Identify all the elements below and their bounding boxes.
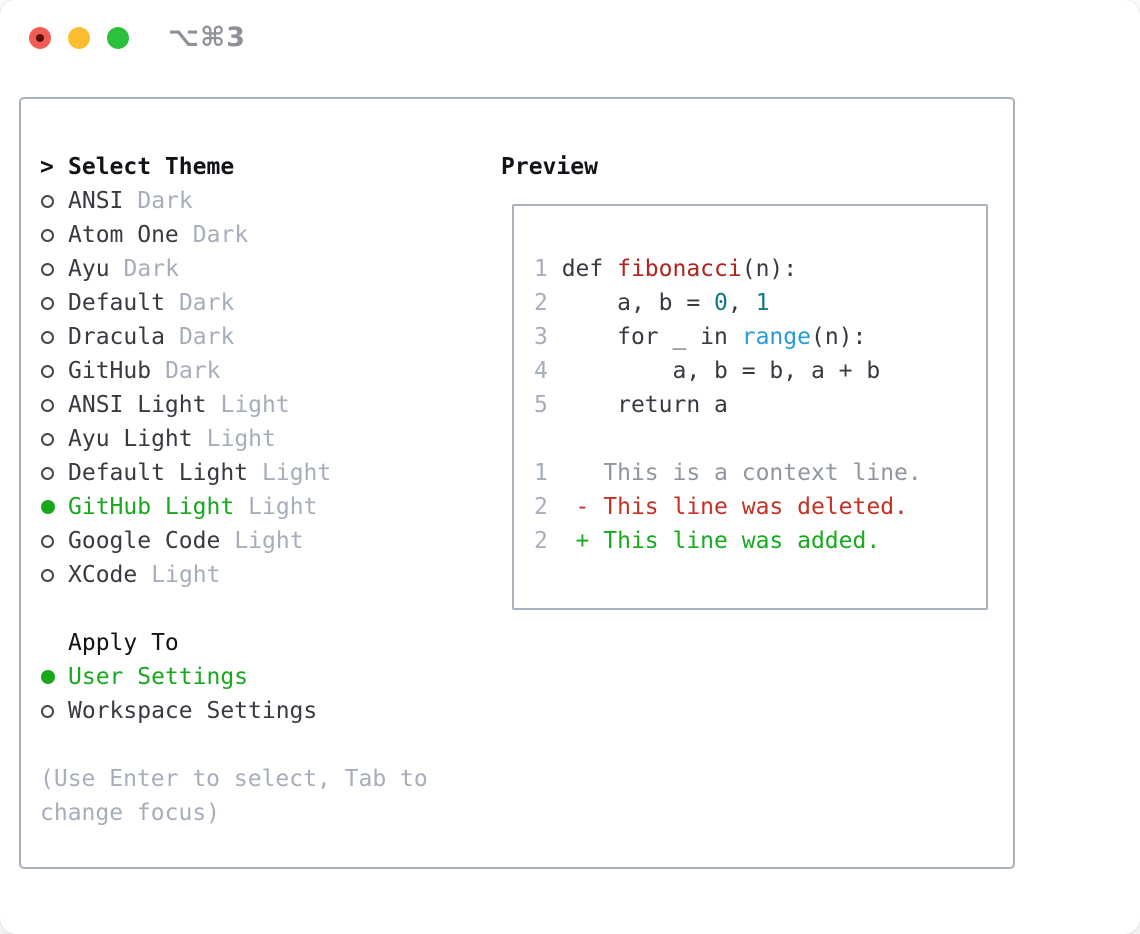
apply-option-label: Workspace Settings — [68, 698, 318, 724]
radio-icon — [41, 432, 54, 446]
code-line: 3 for _ in range(n): — [534, 324, 867, 350]
code-line: 2 - This line was deleted. — [534, 494, 908, 520]
line-number: 1 — [534, 460, 562, 486]
theme-variant-tag: Light — [220, 392, 290, 418]
theme-option-ayu-light[interactable]: Ayu Light Light — [40, 422, 480, 456]
radio-icon — [41, 296, 54, 310]
line-number: 2 — [534, 494, 562, 520]
code-line: 5 return a — [534, 392, 728, 418]
code-line: 2 a, b = 0, 1 — [534, 290, 770, 316]
code-line: 2 + This line was added. — [534, 528, 881, 554]
radio-icon — [41, 194, 54, 208]
code-line: 1 def fibonacci(n): — [534, 256, 798, 282]
line-number — [534, 426, 548, 452]
selected-radio-icon — [41, 500, 55, 514]
line-number: 5 — [534, 392, 562, 418]
window-titlebar: ⌥⌘3 — [0, 0, 1140, 76]
theme-option-label: GitHub Light — [68, 494, 235, 520]
theme-variant-tag: Dark — [178, 324, 235, 350]
radio-icon — [41, 262, 54, 276]
code-preview: 1 def fibonacci(n): 2 a, b = 0, 1 3 for _ … — [534, 252, 986, 558]
theme-variant-tag: Dark — [178, 290, 235, 316]
spacer — [40, 592, 480, 626]
theme-option-label: Dracula — [68, 324, 165, 350]
theme-variant-tag: Light — [151, 562, 221, 588]
window-title: ⌥⌘3 — [168, 22, 246, 53]
theme-option-xcode[interactable]: XCode Light — [40, 558, 480, 592]
apply-option-workspace-settings[interactable]: Workspace Settings — [40, 694, 480, 728]
theme-option-ayu[interactable]: Ayu Dark — [40, 252, 480, 286]
prompt-icon: > — [40, 154, 54, 180]
radio-icon — [41, 568, 54, 582]
radio-icon — [41, 228, 54, 242]
theme-option-label: ANSI Light — [68, 392, 207, 418]
theme-variant-tag: Light — [262, 460, 332, 486]
theme-option-label: Ayu — [68, 256, 110, 282]
selected-radio-icon — [41, 670, 55, 684]
theme-variant-tag: Dark — [137, 188, 193, 214]
theme-option-atom-one[interactable]: Atom One Dark — [40, 218, 480, 252]
theme-option-google-code[interactable]: Google Code Light — [40, 524, 480, 558]
apply-option-user-settings[interactable]: User Settings — [40, 660, 480, 694]
zoom-button[interactable] — [107, 27, 129, 49]
code-line: 4 a, b = b, a + b — [534, 358, 881, 384]
code-line: 1 This is a context line. — [534, 460, 922, 486]
theme-option-github[interactable]: GitHub Dark — [40, 354, 480, 388]
theme-variant-tag: Light — [234, 528, 304, 554]
theme-option-label: Google Code — [68, 528, 221, 554]
line-number: 1 — [534, 256, 562, 282]
line-number: 2 — [534, 290, 562, 316]
theme-option-label: Default Light — [68, 460, 249, 486]
theme-variant-tag: Light — [248, 494, 318, 520]
theme-option-dracula[interactable]: Dracula Dark — [40, 320, 480, 354]
theme-option-label: ANSI — [68, 188, 124, 214]
theme-variant-tag: Dark — [192, 222, 249, 248]
radio-icon — [41, 364, 54, 378]
apply-option-label: User Settings — [68, 664, 249, 690]
theme-picker-title: Select Theme — [68, 154, 235, 180]
theme-option-default-light[interactable]: Default Light Light — [40, 456, 480, 490]
theme-option-github-light[interactable]: GitHub Light Light — [40, 490, 480, 524]
theme-variant-tag: Dark — [123, 256, 179, 282]
line-number: 4 — [534, 358, 562, 384]
theme-option-label: Atom One — [68, 222, 179, 248]
radio-icon — [41, 398, 54, 412]
theme-picker-header: > Select Theme — [40, 150, 480, 184]
preview-title: Preview — [501, 154, 598, 180]
line-number: 3 — [534, 324, 562, 350]
theme-variant-tag: Dark — [165, 358, 221, 384]
theme-option-default[interactable]: Default Dark — [40, 286, 480, 320]
apply-to-header: Apply To — [40, 626, 480, 660]
theme-option-label: GitHub — [68, 358, 152, 384]
radio-icon — [41, 534, 54, 548]
apply-to-title: Apply To — [68, 630, 179, 656]
preview-pane: Preview 1 def fibonacci(n): 2 a, b = 0, 1… — [501, 150, 1001, 610]
theme-variant-tag: Light — [206, 426, 276, 452]
preview-code-box: 1 def fibonacci(n): 2 a, b = 0, 1 3 for _ … — [512, 204, 988, 610]
radio-icon — [41, 330, 54, 344]
theme-option-label: Ayu Light — [68, 426, 193, 452]
keyboard-hint: (Use Enter to select, Tab to change focu… — [40, 766, 428, 826]
theme-option-ansi-light[interactable]: ANSI Light Light — [40, 388, 480, 422]
radio-icon — [41, 466, 54, 480]
code-line — [534, 422, 986, 456]
theme-option-label: XCode — [68, 562, 138, 588]
close-button[interactable] — [29, 27, 51, 49]
line-number: 2 — [534, 528, 562, 554]
theme-option-label: Default — [68, 290, 165, 316]
minimize-button[interactable] — [68, 27, 90, 49]
radio-icon — [41, 704, 54, 718]
theme-option-ansi[interactable]: ANSI Dark — [40, 184, 480, 218]
spacer — [40, 728, 480, 762]
